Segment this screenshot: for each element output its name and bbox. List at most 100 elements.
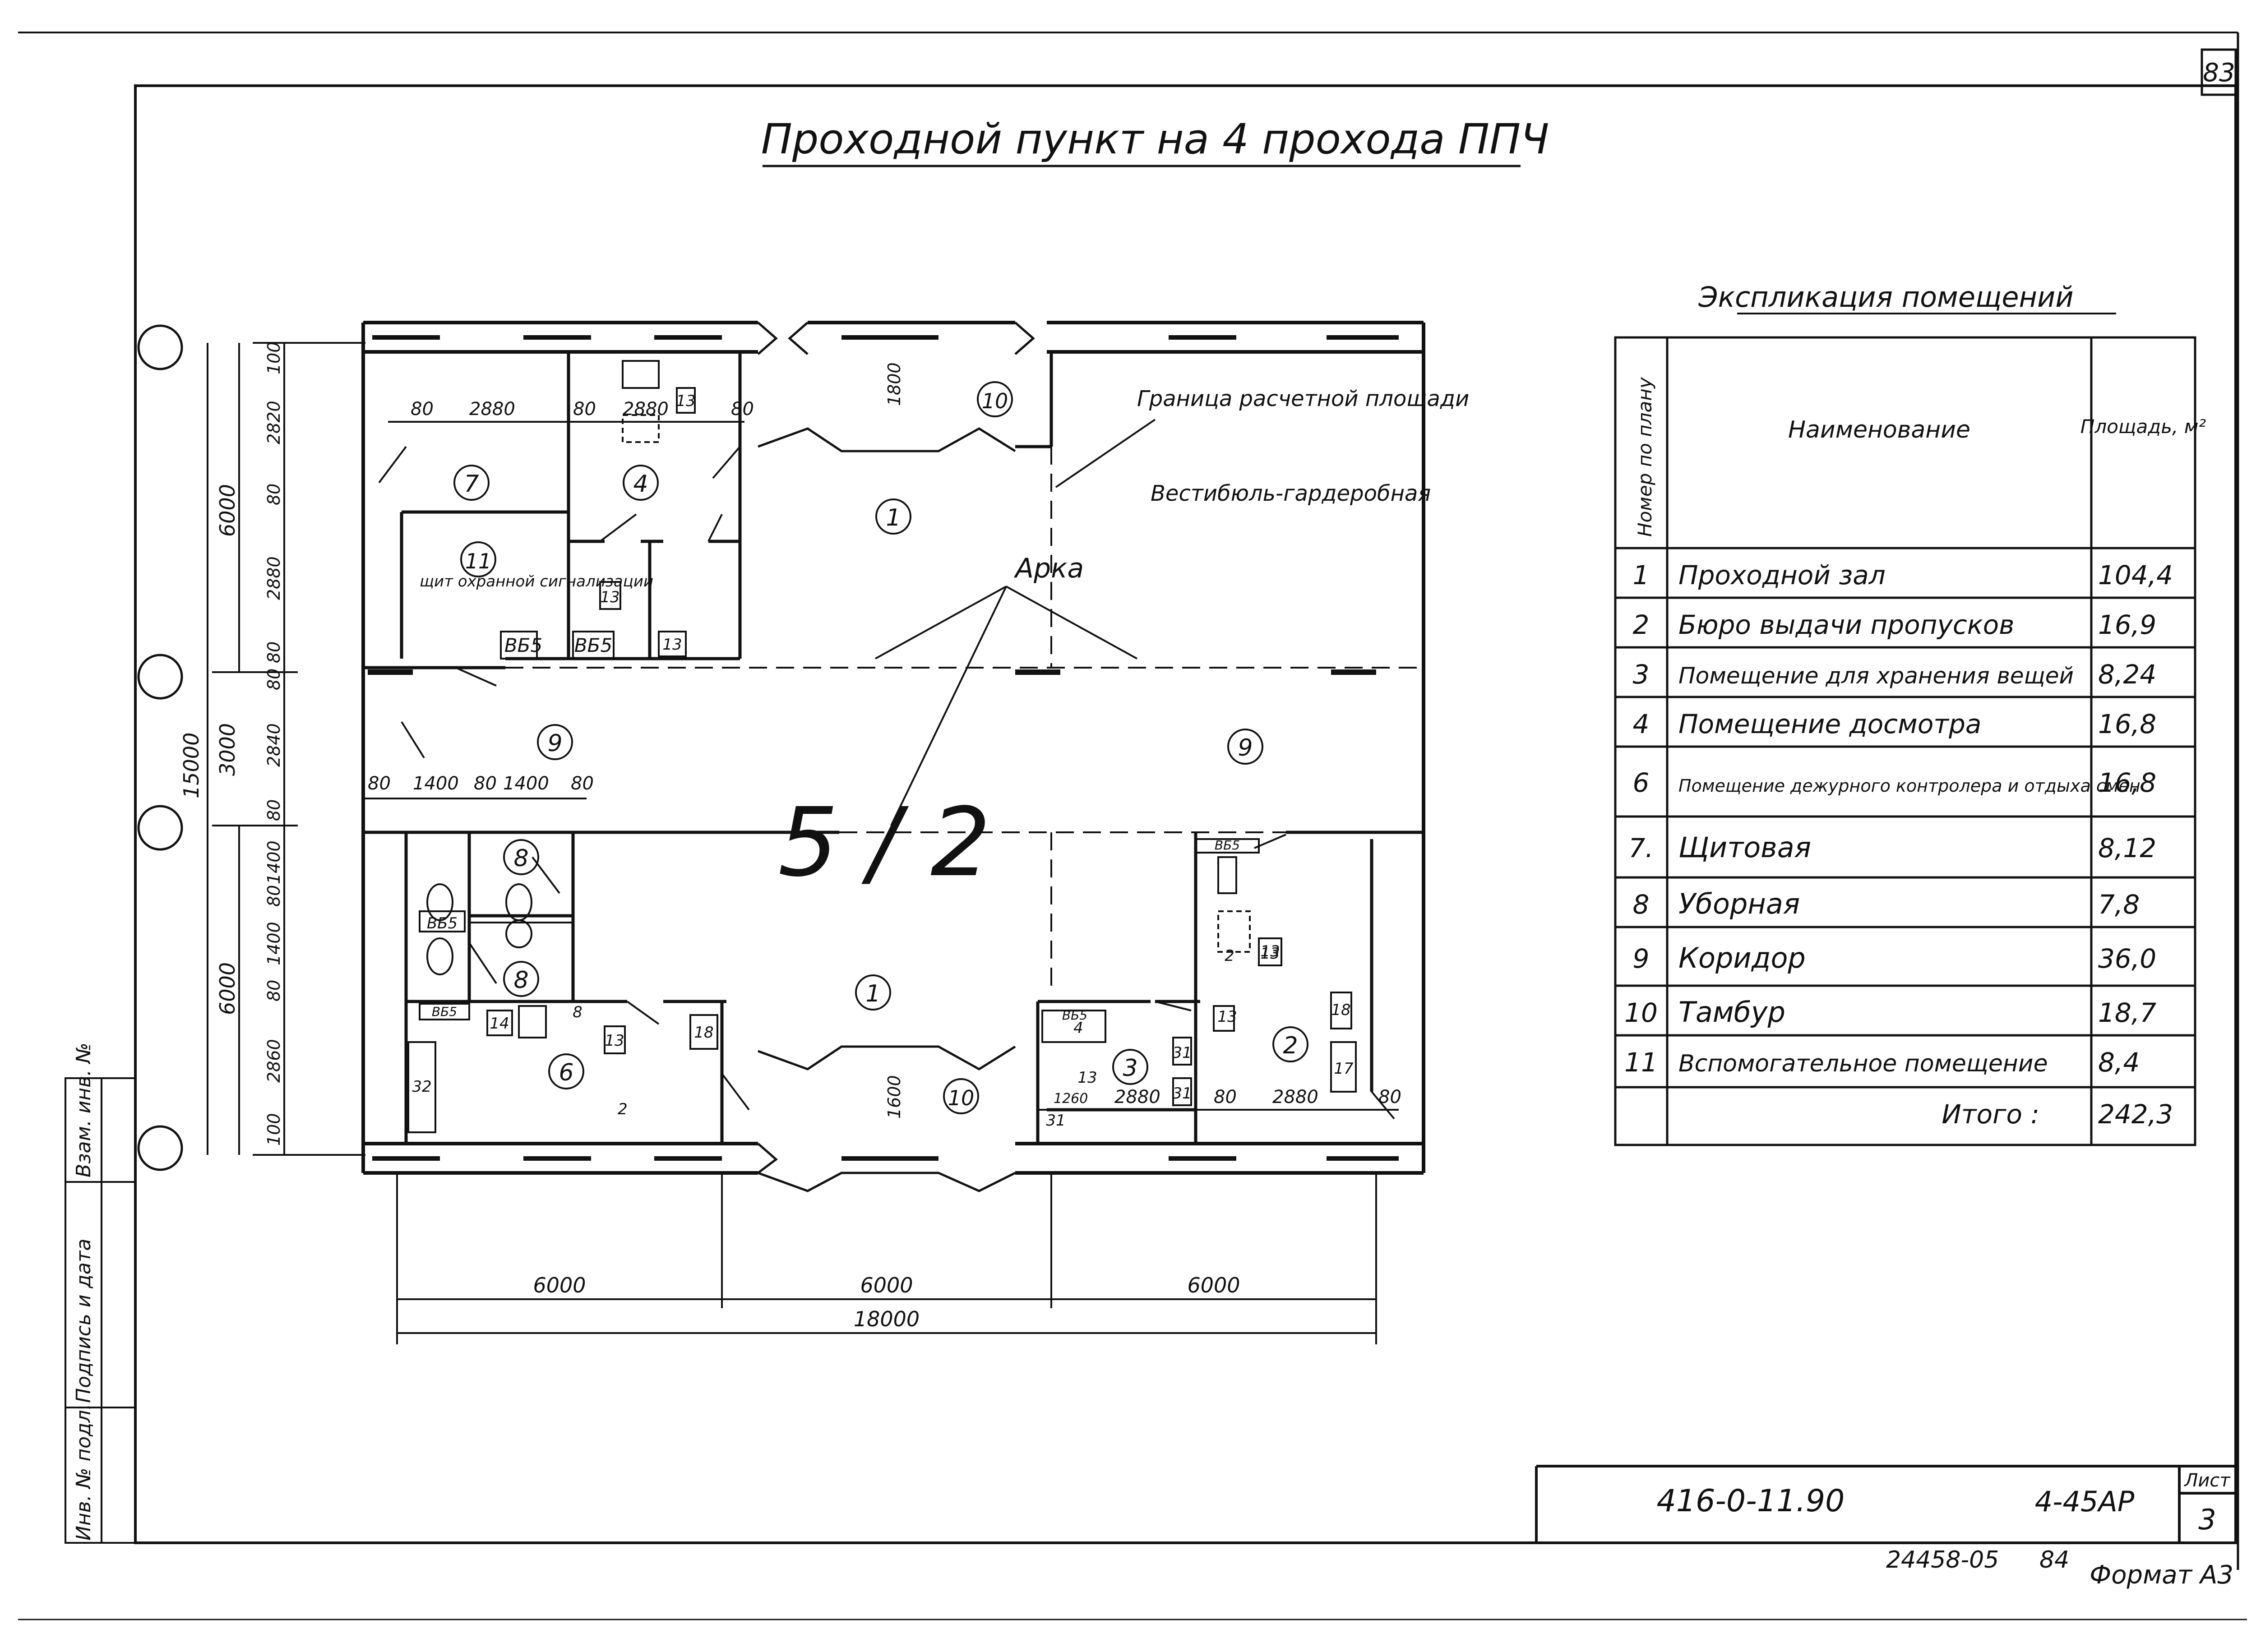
room-number: 10 — [982, 389, 1008, 413]
label-text: Коридор — [1678, 941, 1806, 974]
label-text: 1400 — [503, 773, 549, 794]
label-text: 104,4 — [2098, 560, 2173, 591]
tambour-dimension: 1800 — [884, 362, 904, 406]
equipment-tag: ВБ5 — [504, 634, 542, 656]
label-text: 80 — [1214, 1087, 1237, 1107]
stamp-signature-date: Подпись и дата — [72, 1239, 95, 1403]
header-number: Номер по плану — [1634, 377, 1656, 537]
label-text: 2880 — [1272, 1087, 1318, 1107]
label-text: 3000 — [215, 723, 240, 776]
label-text: 80 — [368, 773, 391, 794]
room-markers-top — [453, 381, 1263, 765]
room-number: 2 — [1283, 1032, 1298, 1059]
table-row: 4 Помещение досмотра 16,8 — [1633, 709, 2157, 739]
table-row: 7. Щитовая 8,12 — [1628, 831, 2156, 864]
table-row: 6 Помещение дежурного контролера и отдых… — [1633, 767, 2157, 798]
arch-label: Арка — [1013, 553, 1084, 584]
label-text: 4 — [1073, 1019, 1083, 1037]
label-text: 80 — [411, 399, 434, 420]
label-text: 13 — [1217, 1008, 1237, 1026]
label-text: 1400 — [264, 922, 284, 965]
label-text: 13 — [600, 588, 619, 606]
label-text: Бюро выдачи пропусков — [1678, 609, 2014, 640]
label-text: 9 — [1633, 943, 1650, 974]
dimensions-top: 80 2880 80 2880 80 — [411, 399, 754, 420]
room-number: 1 — [865, 980, 880, 1007]
table-row: 1 Проходной зал 104,4 — [1633, 560, 2173, 591]
label-text: 31 — [1172, 1084, 1192, 1103]
bottom-partitions — [404, 832, 1373, 1144]
label-text: 31 — [1172, 1044, 1192, 1062]
dashed-boundaries — [505, 447, 1424, 992]
sheet-frame — [18, 32, 2247, 1620]
room-number: 10 — [948, 1086, 975, 1110]
small-dimension: 1260 — [1054, 1091, 1088, 1107]
label-text: 1 — [1633, 560, 1650, 591]
tambour-bottom-dimension: 1600 — [884, 1075, 904, 1119]
label-text: 8,12 — [2098, 833, 2156, 863]
label-text: Итого : — [1942, 1099, 2039, 1130]
label-text: 80 — [264, 641, 284, 663]
label-text: 80 — [571, 773, 594, 794]
room-number: 9 — [547, 730, 562, 757]
label-text: Тамбур — [1678, 996, 1785, 1029]
label-text: 8 — [1633, 889, 1650, 920]
stamp-replacement-inv: Взам. инв. № — [72, 1043, 95, 1177]
label-text: 80 — [474, 773, 497, 794]
top-partitions — [400, 352, 1053, 660]
bottom-dimension-lines — [396, 1173, 1377, 1344]
label-text: 7,8 — [2098, 889, 2140, 920]
label-text: 80 — [573, 399, 596, 420]
section-axis-label: 5 / 2 — [778, 787, 990, 898]
label-text: 80 — [264, 885, 284, 907]
label-text: 13 — [605, 1032, 624, 1050]
dimensions-bottom-right: 2880 80 2880 80 — [1114, 1087, 1401, 1107]
label-text: 15000 — [179, 733, 203, 798]
label-text: 80 — [731, 399, 754, 420]
label-text: Помещение досмотра — [1678, 709, 1981, 739]
label-text: Проходной зал — [1678, 560, 1886, 591]
label-text: 100 — [264, 1113, 284, 1146]
entrance-top — [757, 322, 1035, 452]
exterior-walls — [361, 321, 1425, 1175]
table-row: 8 Уборная 7,8 — [1633, 887, 2140, 920]
label-text: 31 — [1046, 1112, 1065, 1130]
boundary-note: Граница расчетной площади — [1137, 386, 1469, 411]
label-text: 2 — [618, 1100, 628, 1118]
label-text: 6000 — [215, 962, 240, 1015]
equipment-boxes — [407, 360, 1357, 1133]
corridor-walls — [363, 666, 1424, 834]
label-text: 18,7 — [2098, 997, 2156, 1028]
explication-table — [1614, 336, 2196, 1146]
label-text: 1400 — [264, 840, 284, 884]
label-text: 2860 — [264, 1039, 284, 1083]
label-text: 80 — [1378, 1087, 1401, 1107]
room-number: 6 — [559, 1059, 573, 1086]
label-text: 18000 — [854, 1307, 920, 1331]
label-text: 242,3 — [2098, 1099, 2173, 1130]
label-text: 4 — [1633, 709, 1650, 739]
equipment-tag: ВБ5 — [432, 1004, 457, 1019]
label-text: 6000 — [860, 1273, 913, 1297]
sheet-label: Лист — [2183, 1470, 2231, 1491]
equipment-tag: ВБ5 — [1062, 1008, 1087, 1023]
label-text: Щитовая — [1678, 831, 1811, 864]
document-code: 416-0-11.90 — [1657, 1483, 1845, 1519]
dimensions-mid: 80 1400 80 1400 80 — [368, 773, 594, 794]
label-text: 2880 — [623, 399, 669, 420]
label-text: 2 — [1225, 947, 1234, 965]
sheet-number: 83 — [2203, 58, 2235, 88]
label-text: 2 — [1633, 609, 1650, 640]
room-number: 7 — [464, 471, 479, 498]
stamp-inv-original: Инв. № подл. — [72, 1403, 95, 1541]
label-text: 2880 — [469, 399, 515, 420]
arch-leaders — [875, 419, 1156, 826]
toilet-fixtures — [426, 883, 573, 975]
explication-rows: 1 Проходной зал 104,4 2 Бюро выдачи проп… — [1624, 560, 2173, 1130]
label-text: 18 — [694, 1024, 713, 1042]
label-text: 16,8 — [2098, 709, 2156, 739]
room-number: 8 — [513, 845, 528, 872]
label-text: 18 — [1331, 1001, 1350, 1019]
label-text: 13 — [676, 392, 695, 410]
label-text: 2820 — [264, 401, 284, 444]
